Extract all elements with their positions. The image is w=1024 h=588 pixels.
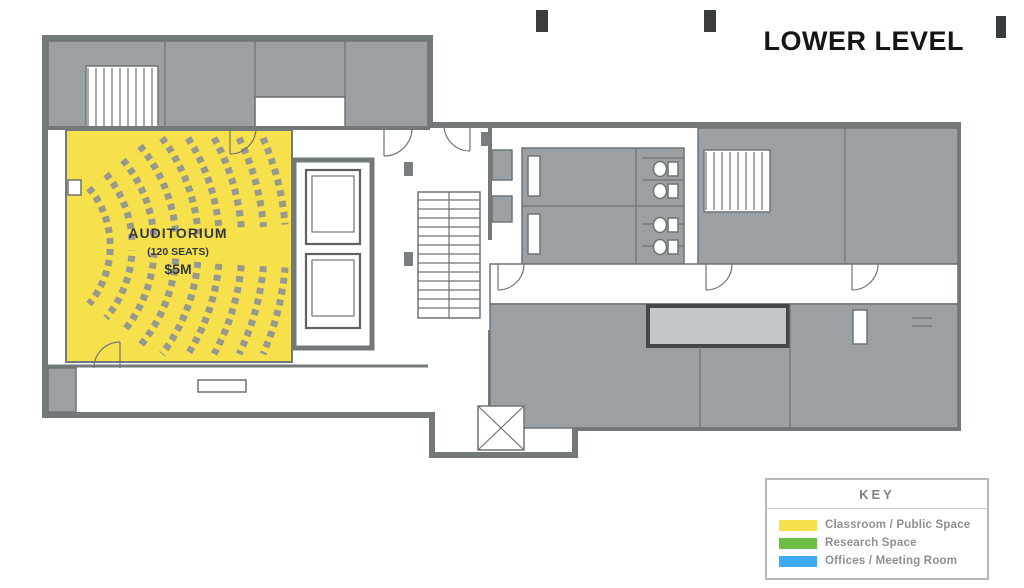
shaft-marker xyxy=(996,16,1006,38)
offices-color-swatch xyxy=(779,555,817,567)
auditorium-area: AUDITORIUM (120 SEATS) $5M xyxy=(65,129,293,363)
legend-item-research: Research Space xyxy=(767,534,987,552)
center-aisle xyxy=(92,224,290,268)
shaft-marker xyxy=(536,10,548,32)
toilet-fixtures xyxy=(652,160,679,256)
legend-divider xyxy=(767,508,987,509)
auditorium-price: $5M xyxy=(164,261,191,277)
stairs-top-right xyxy=(705,152,763,210)
auditorium-label: AUDITORIUM xyxy=(128,225,227,241)
elevator-cab-1 xyxy=(304,168,362,246)
elevator-cab-2 xyxy=(304,252,362,330)
stairs-top-left xyxy=(87,68,153,126)
door-arcs xyxy=(93,124,879,369)
legend-item-label: Research Space xyxy=(825,537,917,549)
restrooms xyxy=(491,147,685,265)
seating-rows xyxy=(86,135,290,357)
right-wing xyxy=(488,127,959,429)
legend-box: KEY Classroom / Public Space Research Sp… xyxy=(765,478,989,580)
legend-item-label: Classroom / Public Space xyxy=(825,519,971,531)
podium xyxy=(67,179,82,196)
lower-rooms xyxy=(489,303,959,429)
column-markers xyxy=(404,10,1006,266)
corridor xyxy=(489,263,959,305)
service-hatch-square xyxy=(477,405,525,451)
legend-item-label: Offices / Meeting Room xyxy=(825,555,958,567)
classroom-color-swatch xyxy=(779,519,817,531)
lower-left-band xyxy=(47,364,428,413)
elevator-core xyxy=(291,157,375,351)
upper-rooms xyxy=(45,40,430,130)
shaft-marker xyxy=(704,10,716,32)
page-title: LOWER LEVEL xyxy=(763,26,964,56)
auditorium-seats: (120 SEATS) xyxy=(147,246,209,258)
sunken-area xyxy=(646,304,790,348)
research-color-swatch xyxy=(779,537,817,549)
legend-item-offices: Offices / Meeting Room xyxy=(767,552,987,570)
upper-right-rooms xyxy=(697,127,959,265)
legend-title: KEY xyxy=(859,487,895,502)
central-stair xyxy=(417,191,481,319)
legend-item-classroom: Classroom / Public Space xyxy=(767,516,987,534)
